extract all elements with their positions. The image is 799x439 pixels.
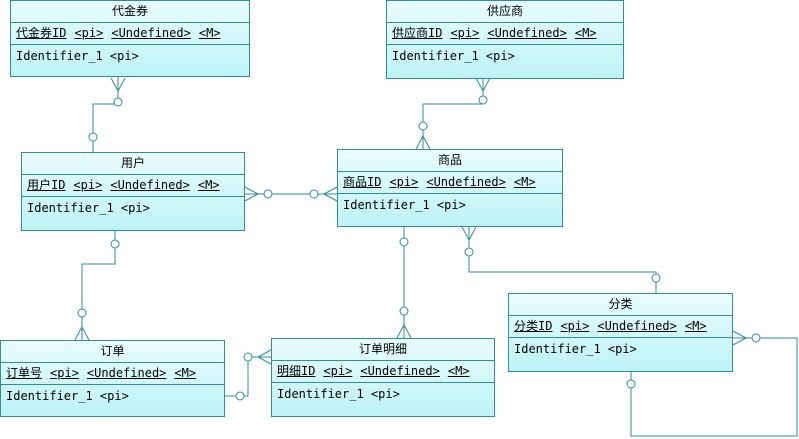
identifier: Identifier_1 <pi>: [514, 342, 637, 356]
entity-title: 订单: [1, 341, 224, 363]
entity-title: 供应商: [387, 1, 623, 23]
primary-key-attribute: 用户ID<pi><Undefined><M>: [22, 175, 244, 197]
primary-key-attribute: 供应商ID<pi><Undefined><M>: [387, 23, 623, 45]
entity-category[interactable]: 分类 分类ID<pi><Undefined><M> Identifier_1 <…: [508, 293, 733, 372]
entity-title: 商品: [338, 150, 562, 172]
optional-marker: [651, 273, 661, 283]
optional-marker: [418, 121, 428, 131]
identifier: Identifier_1 <pi>: [277, 387, 400, 401]
optional-marker: [77, 308, 87, 318]
identifier: Identifier_1 <pi>: [16, 49, 139, 63]
optional-marker: [110, 239, 120, 249]
entity-title: 分类: [509, 294, 732, 316]
identifier: Identifier_1 <pi>: [392, 49, 515, 63]
optional-marker: [399, 237, 409, 247]
optional-marker: [243, 352, 253, 362]
optional-marker: [88, 132, 98, 142]
entity-title: 用户: [22, 153, 244, 175]
primary-key-attribute: 代金券ID<pi><Undefined><M>: [11, 23, 249, 45]
entity-voucher[interactable]: 代金券 代金券ID<pi><Undefined><M> Identifier_1…: [10, 0, 250, 77]
identifier: Identifier_1 <pi>: [27, 201, 150, 215]
identifier: Identifier_1 <pi>: [6, 389, 129, 403]
entity-title: 代金券: [11, 1, 249, 23]
optional-marker: [263, 189, 273, 199]
primary-key-attribute: 商品ID<pi><Undefined><M>: [338, 172, 562, 194]
entity-title: 订单明细: [272, 339, 494, 361]
identifier: Identifier_1 <pi>: [343, 198, 466, 212]
optional-marker: [751, 333, 761, 343]
optional-marker: [235, 391, 245, 401]
optional-marker: [399, 306, 409, 316]
optional-marker: [464, 247, 474, 257]
optional-marker: [478, 95, 488, 105]
primary-key-attribute: 分类ID<pi><Undefined><M>: [509, 316, 732, 338]
entity-supplier[interactable]: 供应商 供应商ID<pi><Undefined><M> Identifier_1…: [386, 0, 624, 79]
primary-key-attribute: 明细ID<pi><Undefined><M>: [272, 361, 494, 383]
primary-key-attribute: 订单号<pi><Undefined><M>: [1, 363, 224, 385]
entity-order[interactable]: 订单 订单号<pi><Undefined><M> Identifier_1 <p…: [0, 340, 225, 417]
optional-marker: [309, 189, 319, 199]
entity-product[interactable]: 商品 商品ID<pi><Undefined><M> Identifier_1 <…: [337, 149, 563, 227]
optional-marker: [113, 97, 123, 107]
entity-order-detail[interactable]: 订单明细 明细ID<pi><Undefined><M> Identifier_1…: [271, 338, 495, 417]
optional-marker: [626, 379, 636, 389]
entity-user[interactable]: 用户 用户ID<pi><Undefined><M> Identifier_1 <…: [21, 152, 245, 231]
